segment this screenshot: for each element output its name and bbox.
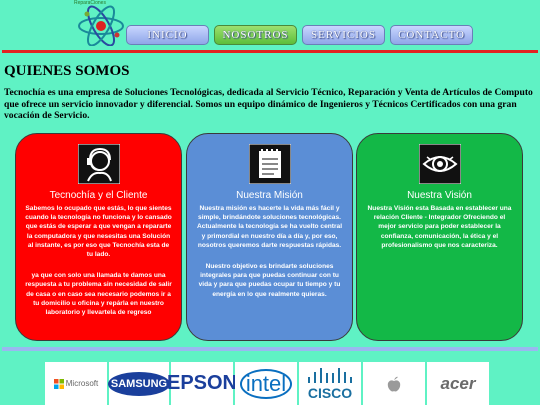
cisco-bars-icon (308, 367, 352, 383)
client-card: Tecnochía y el Cliente Sabemos lo ocupad… (15, 133, 182, 341)
card-paragraph: Sabemos lo ocupado que estás, lo que sie… (25, 205, 172, 259)
main-nav: INICIO NOSOTROS SERVICIOS CONTACTO (126, 25, 473, 45)
brand-name: intel (239, 368, 293, 399)
brand-name: acer (440, 373, 476, 393)
brand-name: CISCO (307, 384, 353, 401)
card-title: Nuestra Misión (236, 190, 303, 201)
card-paragraph: Nuestra Visión esta Basada en establecer… (367, 205, 512, 249)
header-divider (2, 50, 538, 53)
nav-nosotros-button[interactable]: NOSOTROS (214, 25, 297, 45)
card-paragraph: Nuestro objetivo es brindarte soluciones… (198, 263, 341, 298)
atom-logo-icon[interactable] (76, 2, 126, 46)
nav-contacto-button[interactable]: CONTACTO (390, 25, 473, 45)
mission-card: Nuestra Misión Nuestra misión es hacerte… (186, 133, 353, 341)
epson-logo: EPSON (167, 362, 237, 405)
brand-logos: Microsoft SAMSUNG EPSON intel CISCO acer (45, 362, 489, 405)
logo-text: ReparaCiones (74, 0, 106, 6)
footer-divider (2, 347, 538, 351)
card-paragraph: Nuestra misión es hacerte la vida más fá… (196, 205, 343, 249)
brand-name: EPSON (166, 372, 238, 394)
page-title: QUIENES SOMOS (4, 63, 130, 79)
brand-name: SAMSUNG (107, 371, 171, 396)
nav-servicios-button[interactable]: SERVICIOS (302, 25, 385, 45)
nav-inicio-button[interactable]: INICIO (126, 25, 209, 45)
intro-text: Tecnochía es una empresa de Soluciones T… (4, 87, 533, 121)
acer-logo: acer (427, 362, 489, 405)
apple-icon (387, 376, 401, 391)
samsung-logo: SAMSUNG (107, 362, 171, 405)
brand-name: Microsoft (65, 379, 99, 388)
card-title: Nuestra Visión (407, 190, 472, 201)
site-header: ReparaCiones INICIO NOSOTROS SERVICIOS C… (0, 0, 540, 52)
card-paragraph: ya que con solo una llamada te damos una… (25, 272, 172, 317)
card-title: Tecnochía y el Cliente (49, 190, 148, 201)
cisco-logo: CISCO (299, 362, 361, 405)
intel-logo: intel (235, 362, 297, 405)
apple-logo (363, 362, 425, 405)
microsoft-logo: Microsoft (45, 362, 107, 405)
vision-card: Nuestra Visión Nuestra Visión esta Basad… (356, 133, 523, 341)
notepad-icon (248, 144, 291, 184)
customer-support-icon (77, 144, 120, 184)
microsoft-windows-icon (53, 378, 64, 389)
eye-icon (418, 144, 461, 184)
